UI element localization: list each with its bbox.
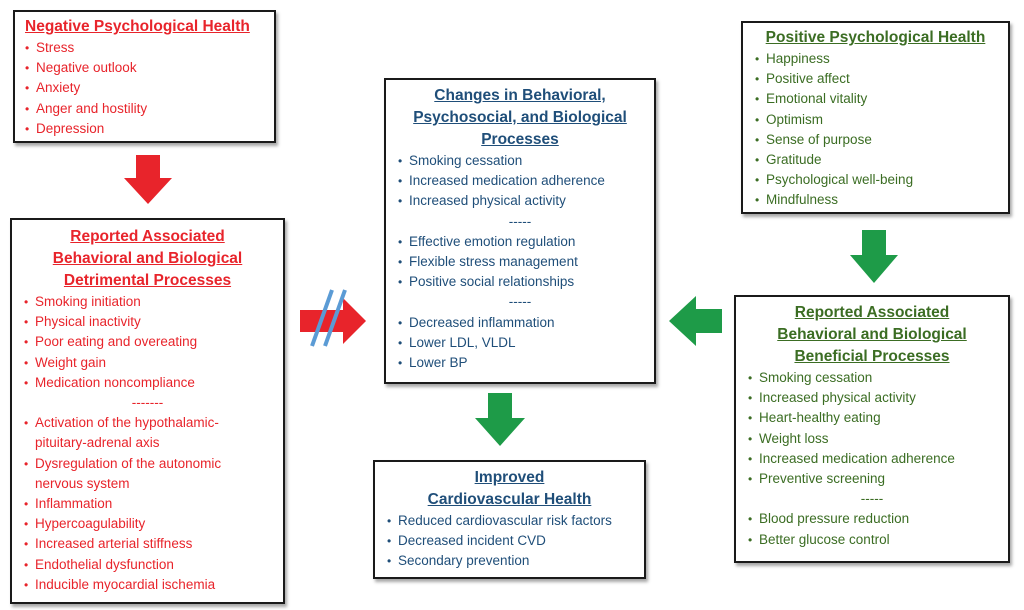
beneficial-list: Smoking cessation Increased physical act… (748, 368, 996, 550)
list-item: Dysregulation of the autonomic (24, 454, 271, 474)
changes-list: Smoking cessation Increased medication a… (398, 151, 642, 373)
changes-processes-box: Changes in Behavioral, Psychosocial, and… (384, 78, 656, 384)
green-down-arrow (850, 230, 898, 283)
list-item: Lower BP (398, 353, 642, 373)
list-item: Positive social relationships (398, 272, 642, 292)
title-line: Processes (481, 131, 559, 148)
list-item: Decreased inflammation (398, 313, 642, 333)
list-item: Increased medication adherence (748, 449, 996, 469)
list-item: Smoking cessation (748, 368, 996, 388)
list-item: Reduced cardiovascular risk factors (387, 511, 632, 531)
list-item: Effective emotion regulation (398, 232, 642, 252)
list-item: Better glucose control (748, 530, 996, 550)
improved-title: Improved Cardiovascular Health (387, 467, 632, 511)
list-item: Endothelial dysfunction (24, 555, 271, 575)
list-item: Emotional vitality (755, 89, 996, 109)
beneficial-processes-box: Reported Associated Behavioral and Biolo… (734, 295, 1010, 563)
list-item: Increased arterial stiffness (24, 534, 271, 554)
list-item: Mindfulness (755, 190, 996, 210)
green-left-arrow (669, 296, 722, 346)
positive-psychological-health-box: Positive Psychological Health Happiness … (741, 21, 1010, 214)
block-slash-mark (310, 289, 334, 347)
title-line: Beneficial Processes (794, 348, 950, 365)
list-item: Decreased incident CVD (387, 531, 632, 551)
detrimental-title: Reported Associated Behavioral and Biolo… (24, 226, 271, 292)
title-line: Reported Associated (794, 304, 950, 321)
list-item: Anger and hostility (25, 99, 264, 119)
red-down-arrow (124, 155, 172, 204)
title-line: Behavioral and Biological (777, 326, 967, 343)
negative-title: Negative Psychological Health (25, 18, 250, 35)
title-line: Psychosocial, and Biological (413, 109, 627, 126)
list-item: Secondary prevention (387, 551, 632, 571)
list-item: Hypercoagulability (24, 514, 271, 534)
list-item: Poor eating and overeating (24, 332, 271, 352)
list-item: Sense of purpose (755, 130, 996, 150)
title-line: Cardiovascular Health (427, 491, 592, 508)
improved-cardiovascular-health-box: Improved Cardiovascular Health Reduced c… (373, 460, 646, 579)
list-item: Anxiety (25, 78, 264, 98)
title-line: Changes in Behavioral, (434, 87, 606, 104)
list-item: Happiness (755, 49, 996, 69)
list-item: Smoking cessation (398, 151, 642, 171)
list-item: Gratitude (755, 150, 996, 170)
positive-title: Positive Psychological Health (765, 29, 986, 46)
detrimental-processes-box: Reported Associated Behavioral and Biolo… (10, 218, 285, 604)
list-item: Optimism (755, 110, 996, 130)
list-item: Increased medication adherence (398, 171, 642, 191)
list-item: Increased physical activity (398, 191, 642, 211)
list-item: Positive affect (755, 69, 996, 89)
list-item: Inflammation (24, 494, 271, 514)
list-item: Negative outlook (25, 58, 264, 78)
title-line: Improved (474, 469, 545, 486)
list-item-continuation: pituitary-adrenal axis (35, 435, 160, 451)
negative-list: Stress Negative outlook Anxiety Anger an… (25, 38, 264, 139)
list-item: Stress (25, 38, 264, 58)
green-down-arrow (475, 393, 525, 446)
list-item: Weight loss (748, 429, 996, 449)
title-line: Reported Associated (70, 228, 225, 245)
separator: ------- (131, 395, 164, 411)
list-item: Preventive screening (748, 469, 996, 489)
list-item: Blood pressure reduction (748, 509, 996, 529)
list-item: Depression (25, 119, 264, 139)
detrimental-list: Smoking initiation Physical inactivity P… (24, 292, 271, 595)
list-item: Weight gain (24, 353, 271, 373)
block-slash-mark (323, 289, 347, 347)
list-item: Lower LDL, VLDL (398, 333, 642, 353)
separator: ----- (508, 213, 532, 229)
title-line: Behavioral and Biological (52, 250, 243, 267)
list-item-continuation: nervous system (35, 475, 130, 491)
list-item: Heart-healthy eating (748, 408, 996, 428)
separator: ----- (508, 294, 532, 310)
list-item: Flexible stress management (398, 252, 642, 272)
improved-list: Reduced cardiovascular risk factors Decr… (387, 511, 632, 572)
beneficial-title: Reported Associated Behavioral and Biolo… (748, 302, 996, 368)
negative-psychological-health-box: Negative Psychological Health Stress Neg… (13, 10, 276, 143)
changes-title: Changes in Behavioral, Psychosocial, and… (398, 85, 642, 151)
list-item: Activation of the hypothalamic- (24, 413, 271, 433)
title-line: Detrimental Processes (63, 272, 232, 289)
list-item: Inducible myocardial ischemia (24, 575, 271, 595)
positive-list: Happiness Positive affect Emotional vita… (755, 49, 996, 211)
list-item: Physical inactivity (24, 312, 271, 332)
list-item: Psychological well-being (755, 170, 996, 190)
list-item: Medication noncompliance (24, 373, 271, 393)
list-item: Increased physical activity (748, 388, 996, 408)
list-item: Smoking initiation (24, 292, 271, 312)
separator: ----- (860, 491, 884, 507)
